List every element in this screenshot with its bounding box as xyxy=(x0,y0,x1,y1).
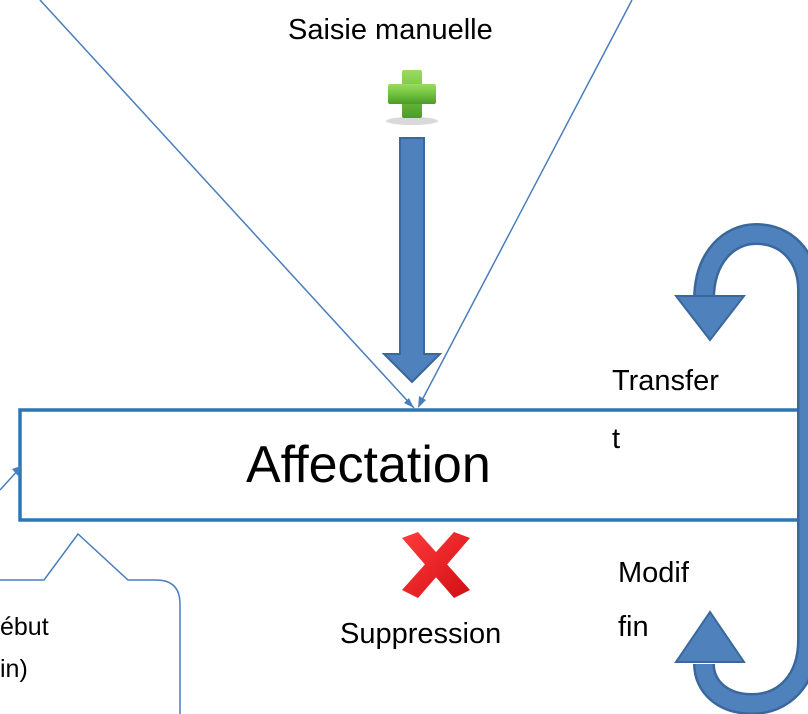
modif-fin-label: Modif fin xyxy=(618,546,689,654)
loop-arrow-icon xyxy=(673,222,808,714)
left-diagonal-arrowhead xyxy=(404,398,414,408)
callout-bubble xyxy=(0,532,181,714)
suppression-label: Suppression xyxy=(340,618,502,650)
down-arrow-icon xyxy=(381,137,443,384)
delete-x-icon xyxy=(402,532,470,598)
plus-icon xyxy=(386,70,438,125)
left-diagonal-connector xyxy=(39,0,415,409)
saisie-manuelle-label: Saisie manuelle xyxy=(288,14,493,46)
callout-text: ébut in) xyxy=(0,606,160,690)
transfer-label-line1: Transfer xyxy=(612,365,719,397)
modif-label-line2: fin xyxy=(618,611,649,643)
transfer-label-line2: t xyxy=(612,423,621,455)
callout-line2: in) xyxy=(0,655,28,683)
right-diagonal-arrowhead xyxy=(418,396,426,408)
transfer-label: Transfer t xyxy=(612,352,762,468)
affectation-label: Affectation xyxy=(246,436,491,494)
affectation-box xyxy=(18,408,808,522)
modif-label-line1: Modif xyxy=(618,557,689,589)
callout-line1: ébut xyxy=(0,613,49,641)
right-diagonal-connector xyxy=(419,0,633,405)
left-edge-arrowhead xyxy=(12,466,21,476)
